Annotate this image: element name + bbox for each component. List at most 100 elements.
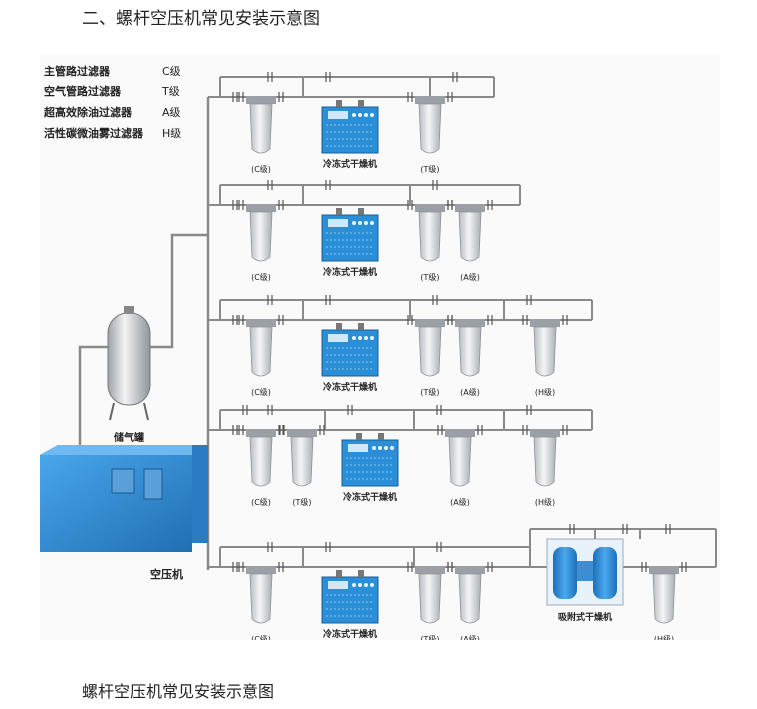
filter-grade-label: (C级) <box>251 272 271 282</box>
dryer-connector <box>336 570 342 577</box>
filter-bowl <box>249 573 273 624</box>
dryer-indicator <box>370 336 374 340</box>
filter: (H级) <box>530 319 560 397</box>
filter-bowl <box>533 326 557 377</box>
filter-head <box>287 429 317 437</box>
dryer-indicator <box>358 221 362 225</box>
compressor-panel <box>143 468 163 500</box>
compressor-end <box>192 445 208 543</box>
legend: 主管路过滤器 C级 空气管路过滤器 T级 超高效除油过滤器 A级 活性碳微油雾过… <box>43 64 181 140</box>
tank-leg <box>143 402 149 421</box>
tank-leg <box>109 402 115 421</box>
dryer-indicator <box>364 336 368 340</box>
filter-bowl <box>448 436 472 487</box>
dryer-indicator <box>364 221 368 225</box>
compressor-label: 空压机 <box>150 567 183 581</box>
filter-bowl <box>249 103 273 154</box>
filter-head <box>530 319 560 327</box>
filter-head <box>415 96 445 104</box>
dryer-connector <box>336 323 342 330</box>
dryer-label: 冷冻式干燥机 <box>323 266 377 278</box>
dryer-panel <box>328 334 348 342</box>
filter-head <box>455 204 485 212</box>
filter: (T级) <box>287 429 317 507</box>
air-tank: 储气罐 <box>107 306 151 444</box>
filter-bowl <box>652 573 676 624</box>
dryer-label: 冷冻式干燥机 <box>323 158 377 170</box>
dryer-indicator <box>352 583 356 587</box>
tank-top-valve <box>124 306 134 314</box>
filter-head <box>455 319 485 327</box>
dryer-indicator <box>352 113 356 117</box>
legend-name: 超高效除油过滤器 <box>43 105 133 119</box>
filter-bowl <box>418 573 442 624</box>
filter: (C级) <box>246 204 276 282</box>
filter: (C级) <box>246 566 276 640</box>
filter: (T级) <box>415 204 445 282</box>
filter-grade-label: (T级) <box>292 497 311 507</box>
dryer-label: 冷冻式干燥机 <box>343 491 397 503</box>
dryer-indicator <box>358 113 362 117</box>
filter-bowl <box>249 326 273 377</box>
adsorption-label: 吸附式干燥机 <box>558 611 612 623</box>
dryer-indicator <box>370 583 374 587</box>
dryer-indicator <box>378 446 382 450</box>
dryer-indicator <box>352 336 356 340</box>
screw-air-compressor: 空压机 <box>40 445 208 581</box>
dryer-connector <box>358 208 364 215</box>
refrigerated-dryer: 冷冻式干燥机 <box>341 433 399 503</box>
filter: (C级) <box>246 96 276 174</box>
filter-grade-label: (C级) <box>251 164 271 174</box>
filter-head <box>246 566 276 574</box>
dryer-connector <box>358 100 364 107</box>
dryer-connector <box>358 570 364 577</box>
dryer-indicator <box>358 336 362 340</box>
filter-grade-label: (H级) <box>535 387 555 397</box>
dryer-panel <box>328 581 348 589</box>
dryer-panel <box>328 111 348 119</box>
filter-bowl <box>418 326 442 377</box>
filter-grade-label: (T级) <box>420 272 439 282</box>
filter-head <box>246 319 276 327</box>
dryer-indicator <box>390 446 394 450</box>
filter: (T级) <box>415 96 445 174</box>
dryer-indicator <box>370 221 374 225</box>
branch-row: (C级) (T级) 冷冻式干燥机 <box>208 72 495 174</box>
installation-diagram: 主管路过滤器 C级 空气管路过滤器 T级 超高效除油过滤器 A级 活性碳微油雾过… <box>40 55 720 640</box>
dryer-connector <box>378 433 384 440</box>
filter-head <box>455 566 485 574</box>
filter: (A级) <box>455 204 485 282</box>
adsorption-dryer: 吸附式干燥机 <box>546 538 624 623</box>
tank-label: 储气罐 <box>113 431 144 444</box>
filter: (C级) <box>246 319 276 397</box>
tank-body <box>107 312 151 406</box>
filter-bowl <box>418 103 442 154</box>
filter-grade-label: (C级) <box>251 634 271 640</box>
filter: (A级) <box>455 319 485 397</box>
filter-grade-label: (C级) <box>251 497 271 507</box>
filter-grade-label: (T级) <box>420 634 439 640</box>
filter-head <box>649 566 679 574</box>
dryer-indicator <box>358 583 362 587</box>
dryer-indicator <box>384 446 388 450</box>
filter-head <box>246 204 276 212</box>
filter: (T级) <box>415 566 445 640</box>
filter-head <box>445 429 475 437</box>
filter-grade-label: (H级) <box>535 497 555 507</box>
branch-row: (C级)(T级)(A级)(H级)冷冻式干燥机 <box>208 295 593 397</box>
legend-grade: T级 <box>161 85 180 98</box>
dryer-indicator <box>364 113 368 117</box>
adsorption-controller <box>577 561 593 581</box>
filter-grade-label: (T级) <box>420 387 439 397</box>
filter: (T级) <box>415 319 445 397</box>
filter-head <box>530 429 560 437</box>
dryer-indicator <box>372 446 376 450</box>
filter-bowl <box>458 326 482 377</box>
filter-grade-label: (T级) <box>420 164 439 174</box>
filter-grade-label: (A级) <box>460 634 480 640</box>
filter-bowl <box>458 573 482 624</box>
filter-bowl <box>458 211 482 262</box>
refrigerated-dryer: 冷冻式干燥机 <box>321 208 379 278</box>
filter-head <box>246 429 276 437</box>
adsorption-tower <box>593 547 617 599</box>
